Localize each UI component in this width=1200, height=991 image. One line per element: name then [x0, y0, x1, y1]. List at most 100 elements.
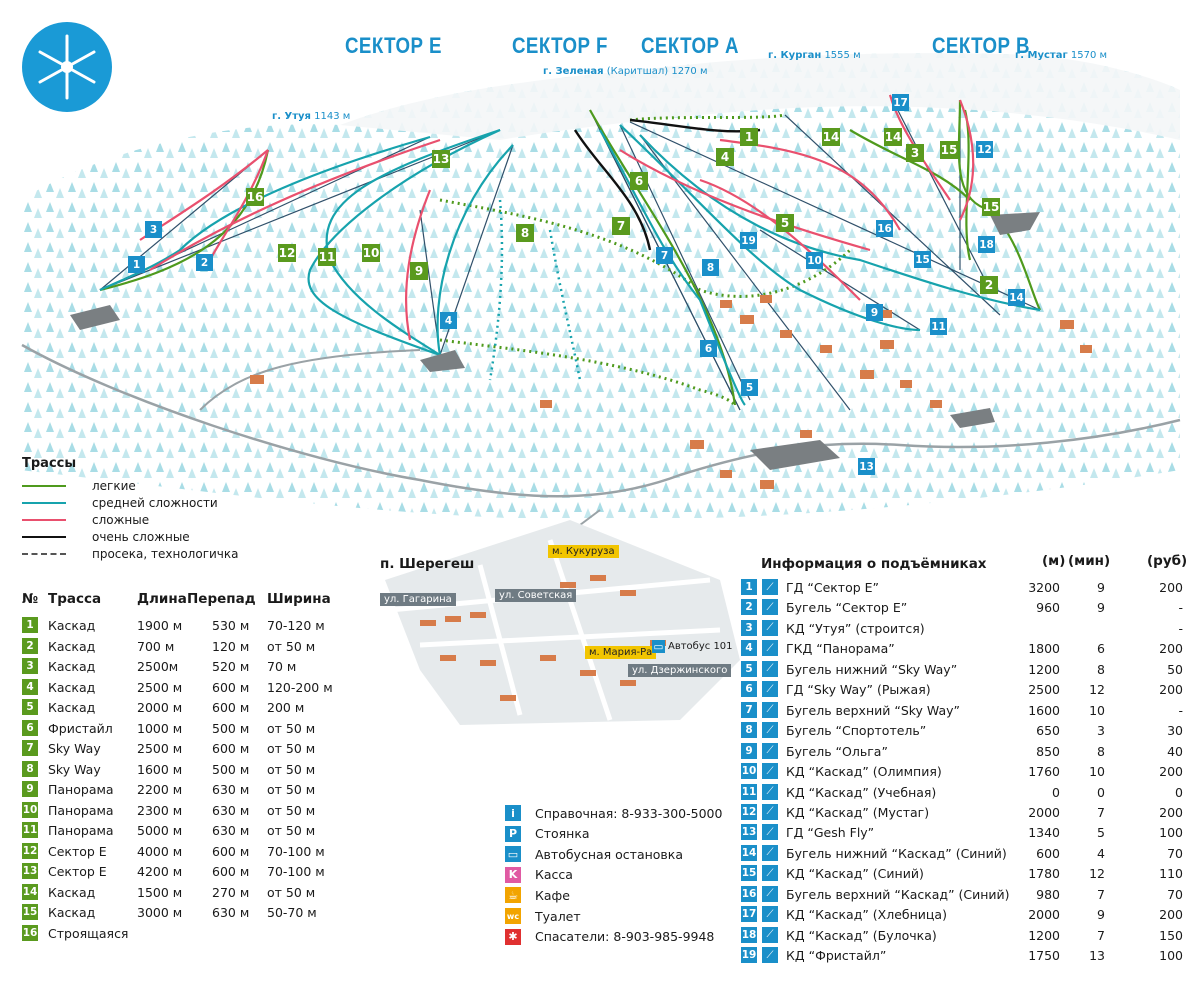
trail-marker[interactable]: 8	[516, 224, 534, 242]
trail-drop: 500 м	[212, 761, 250, 777]
lift-marker[interactable]: 9	[866, 304, 883, 321]
snowflake-ski-icon	[38, 34, 96, 100]
lift-marker[interactable]: 19	[740, 232, 757, 249]
lift-price: 0	[1175, 784, 1183, 800]
trail-width: от 50 м	[267, 782, 316, 797]
legend-item: сложные	[22, 512, 149, 528]
lift-price: 200	[1159, 907, 1183, 923]
lift-length: 1780	[1028, 866, 1060, 882]
lift-price: 30	[1167, 723, 1183, 739]
trail-marker[interactable]: 3	[906, 144, 924, 162]
trail-number-box: 12	[22, 842, 38, 859]
trail-drop: 630 м	[212, 782, 250, 797]
bus-stop: ▭ Автобус 101	[652, 640, 733, 653]
legend-label: средней сложности	[92, 496, 218, 510]
lift-type-icon: ⟋	[762, 660, 778, 677]
trail-marker[interactable]: 13	[432, 150, 450, 168]
trail-marker[interactable]: 11	[318, 248, 336, 266]
lift-marker[interactable]: 15	[914, 251, 931, 268]
trail-marker[interactable]: 1	[740, 128, 758, 146]
legend-line-swatch	[22, 519, 66, 521]
trail-length: 1900 м	[137, 618, 183, 633]
trail-name: Каскад	[48, 638, 96, 654]
lift-type-icon: ⟋	[762, 824, 778, 841]
lift-name: Бугель нижний “Каскад” (Синий)	[786, 845, 1007, 861]
sector-f-label: СЕКТОР F	[512, 33, 608, 58]
trail-name: Сектор Е	[48, 864, 107, 879]
lift-marker[interactable]: 17	[892, 94, 909, 111]
lift-price: 100	[1159, 948, 1183, 964]
lift-name: КД “Каскад” (Учебная)	[786, 784, 937, 800]
trail-marker[interactable]: 10	[362, 244, 380, 262]
lift-name: Бугель “Спортотель”	[786, 723, 927, 739]
lift-marker[interactable]: 12	[976, 141, 993, 158]
trail-marker[interactable]: 16	[246, 188, 264, 206]
lift-name: КД “Каскад” (Мустаг)	[786, 804, 930, 820]
inner-road	[199, 349, 421, 411]
lift-marker[interactable]: 4	[440, 312, 457, 329]
toilet-icon: wc	[505, 908, 521, 924]
info-icon: i	[505, 805, 521, 821]
resort-logo	[22, 22, 112, 112]
lift-type-icon: ⟋	[762, 783, 778, 800]
trail-marker[interactable]: 7	[612, 217, 630, 235]
lift-marker[interactable]: 14	[1008, 289, 1025, 306]
amenity-label: Автобусная остановка	[535, 846, 684, 862]
lift-length: 960	[1036, 600, 1060, 616]
lift-marker[interactable]: 13	[858, 458, 875, 475]
lift-type-icon: ⟋	[762, 722, 778, 739]
trail-marker[interactable]: 2	[980, 276, 998, 294]
trail-marker[interactable]: 14	[884, 128, 902, 146]
legend-item: легкие	[22, 478, 136, 494]
amenity-label: Справочная: 8-933-300-5000	[535, 805, 723, 821]
lift-minutes: 6	[1097, 641, 1105, 657]
trail-marker[interactable]: 14	[822, 128, 840, 146]
lift-price: 200	[1159, 682, 1183, 698]
trail-marker[interactable]: 4	[716, 148, 734, 166]
lift-marker[interactable]: 18	[978, 236, 995, 253]
lift-marker[interactable]: 8	[702, 259, 719, 276]
trail-name: Строящаяся	[48, 925, 129, 941]
amenity-label: Стоянка	[535, 826, 590, 842]
trail-length: 1500 м	[137, 884, 183, 900]
trail-number-box: 2	[22, 637, 38, 654]
lift-number-box: 15	[741, 865, 757, 882]
legend-line-swatch	[22, 536, 66, 538]
amenity-item: i Справочная: 8-933-300-5000	[505, 803, 722, 823]
trail-length: 2500 м	[137, 741, 183, 756]
lift-type-icon: ⟋	[762, 947, 778, 964]
ski-resort-map	[20, 53, 1181, 541]
trail-marker[interactable]: 6	[630, 172, 648, 190]
lift-marker[interactable]: 7	[656, 247, 673, 264]
trail-number-box: 3	[22, 658, 38, 674]
lift-minutes: 9	[1097, 580, 1105, 595]
lift-marker[interactable]: 10	[806, 252, 823, 269]
lift-number-box: 13	[741, 824, 757, 841]
lift-marker[interactable]: 5	[741, 379, 758, 396]
lift-marker[interactable]: 6	[700, 340, 717, 357]
trail-marker[interactable]: 9	[410, 262, 428, 280]
lift-name: Бугель “Ольга”	[786, 743, 888, 759]
trail-drop: 600 м	[212, 864, 250, 879]
lift-minutes: 10	[1089, 702, 1105, 718]
lift-type-icon: ⟋	[762, 681, 778, 698]
lift-marker[interactable]: 3	[145, 221, 162, 238]
lift-price: 40	[1167, 743, 1183, 759]
lift-marker[interactable]: 11	[930, 318, 947, 335]
lift-name: ГД “Sky Way” (Рыжая)	[786, 682, 931, 698]
lift-marker[interactable]: 1	[128, 256, 145, 273]
lift-marker[interactable]: 2	[196, 254, 213, 271]
trail-marker[interactable]: 15	[940, 141, 958, 159]
trail-number-box: 6	[22, 719, 38, 736]
trail-marker[interactable]: 12	[278, 244, 296, 262]
trail-drop: 600 м	[212, 679, 250, 695]
lift-name: КД “Каскад” (Булочка)	[786, 927, 937, 943]
street-dzerzhinskogo: ул. Дзержинского	[628, 664, 732, 677]
legend-label: сложные	[92, 513, 150, 527]
lift-number-box: 6	[741, 681, 757, 698]
trail-marker[interactable]: 5	[776, 214, 794, 232]
lift-marker[interactable]: 16	[876, 220, 893, 237]
peak-zelenaya: г. Зеленая (Каритшал) 1270 м	[543, 66, 708, 77]
lift-name: КД “Каскад” (Хлебница)	[786, 907, 947, 923]
trail-marker[interactable]: 15	[982, 198, 1000, 216]
